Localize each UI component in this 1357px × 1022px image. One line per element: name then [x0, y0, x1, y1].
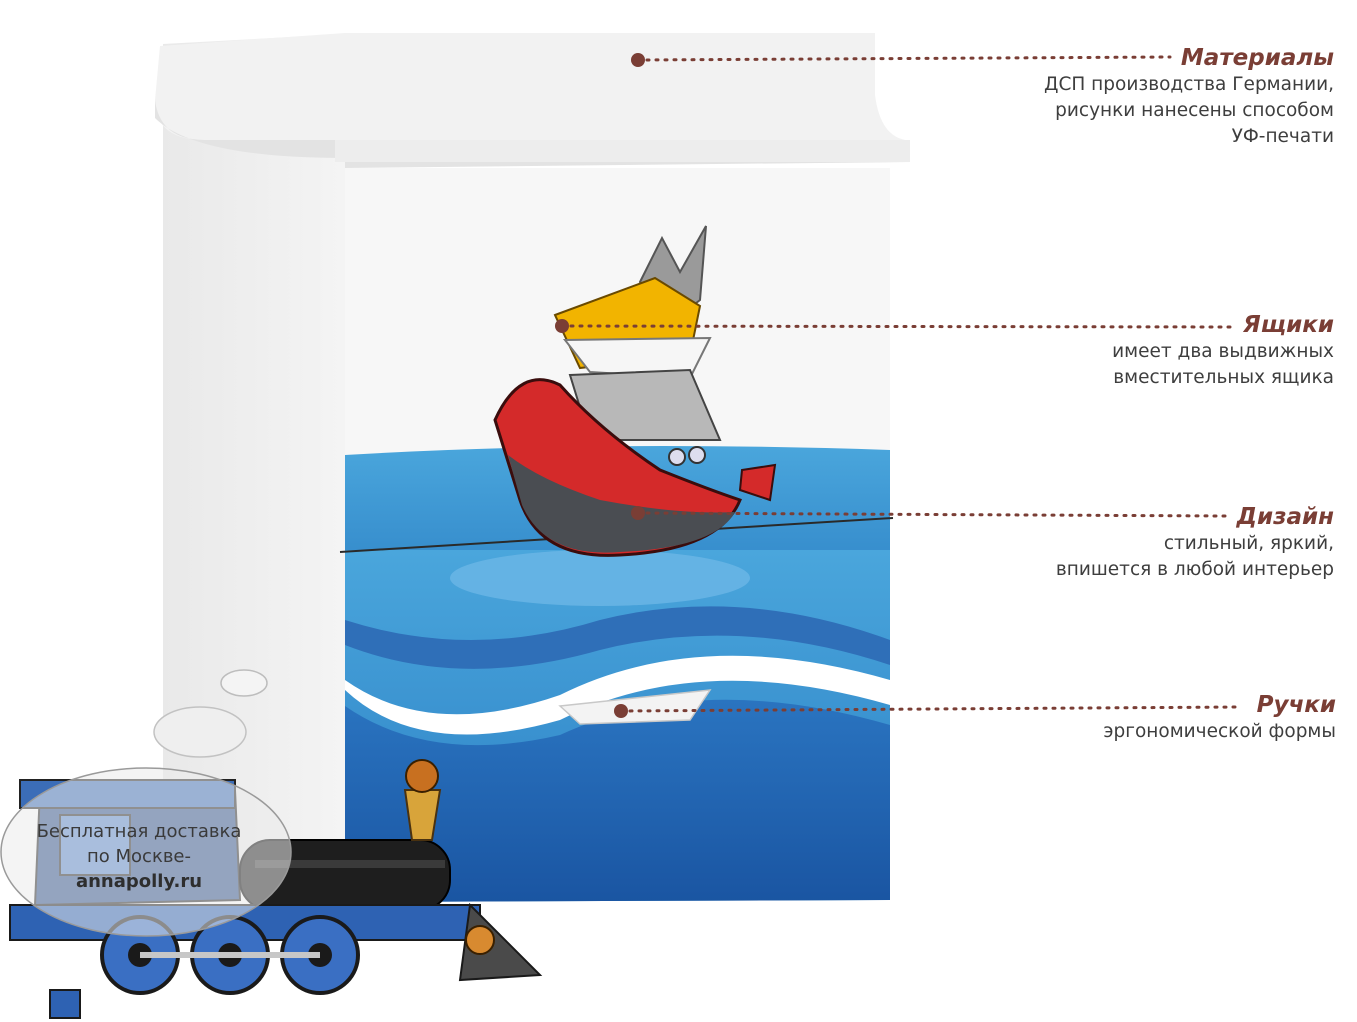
steam-cloud-large: [153, 706, 247, 758]
callout-description: ДСП производства Германии, рисунки нанес…: [1044, 74, 1334, 147]
promo-site-link[interactable]: annapolly.ru: [75, 871, 203, 892]
callout-description: имеет два выдвижных вместительных ящика: [1112, 341, 1334, 388]
delivery-promo: Бесплатная доставка по Москве- annapolly…: [8, 819, 270, 894]
dresser: [155, 33, 910, 902]
steam-cloud-small: [220, 669, 268, 697]
promo-line-2: по Москве-: [87, 846, 191, 867]
deep-sea: [345, 699, 890, 902]
callout-title: Ящики: [1243, 312, 1334, 338]
callout-dot-materials: [631, 53, 645, 67]
callout-design: Дизайн стильный, яркий, впишется в любой…: [1056, 503, 1334, 583]
callout-description: стильный, яркий, впишется в любой интерь…: [1055, 533, 1334, 580]
changing-tray: [155, 33, 905, 140]
delivery-promo-oval: [0, 767, 292, 937]
callout-handles: Ручки эргономической формы: [1103, 691, 1336, 745]
callout-title: Материалы: [1180, 45, 1334, 71]
callout-dot-design: [631, 506, 645, 520]
callout-dot-drawers: [555, 319, 569, 333]
callout-title: Дизайн: [1236, 504, 1335, 530]
handle: [558, 689, 712, 725]
boat-illustration: [493, 225, 777, 557]
callout-materials: Материалы ДСП производства Германии, рис…: [1044, 44, 1334, 150]
callout-description: эргономической формы: [1103, 721, 1336, 742]
callout-title: Ручки: [1256, 692, 1336, 718]
callout-drawers: Ящики имеет два выдвижных вместительных …: [1112, 311, 1334, 391]
callout-leaders: [555, 53, 1242, 718]
promo-line-1: Бесплатная доставка: [36, 821, 242, 842]
callout-dot-handles: [614, 704, 628, 718]
dresser-side: [163, 34, 345, 902]
